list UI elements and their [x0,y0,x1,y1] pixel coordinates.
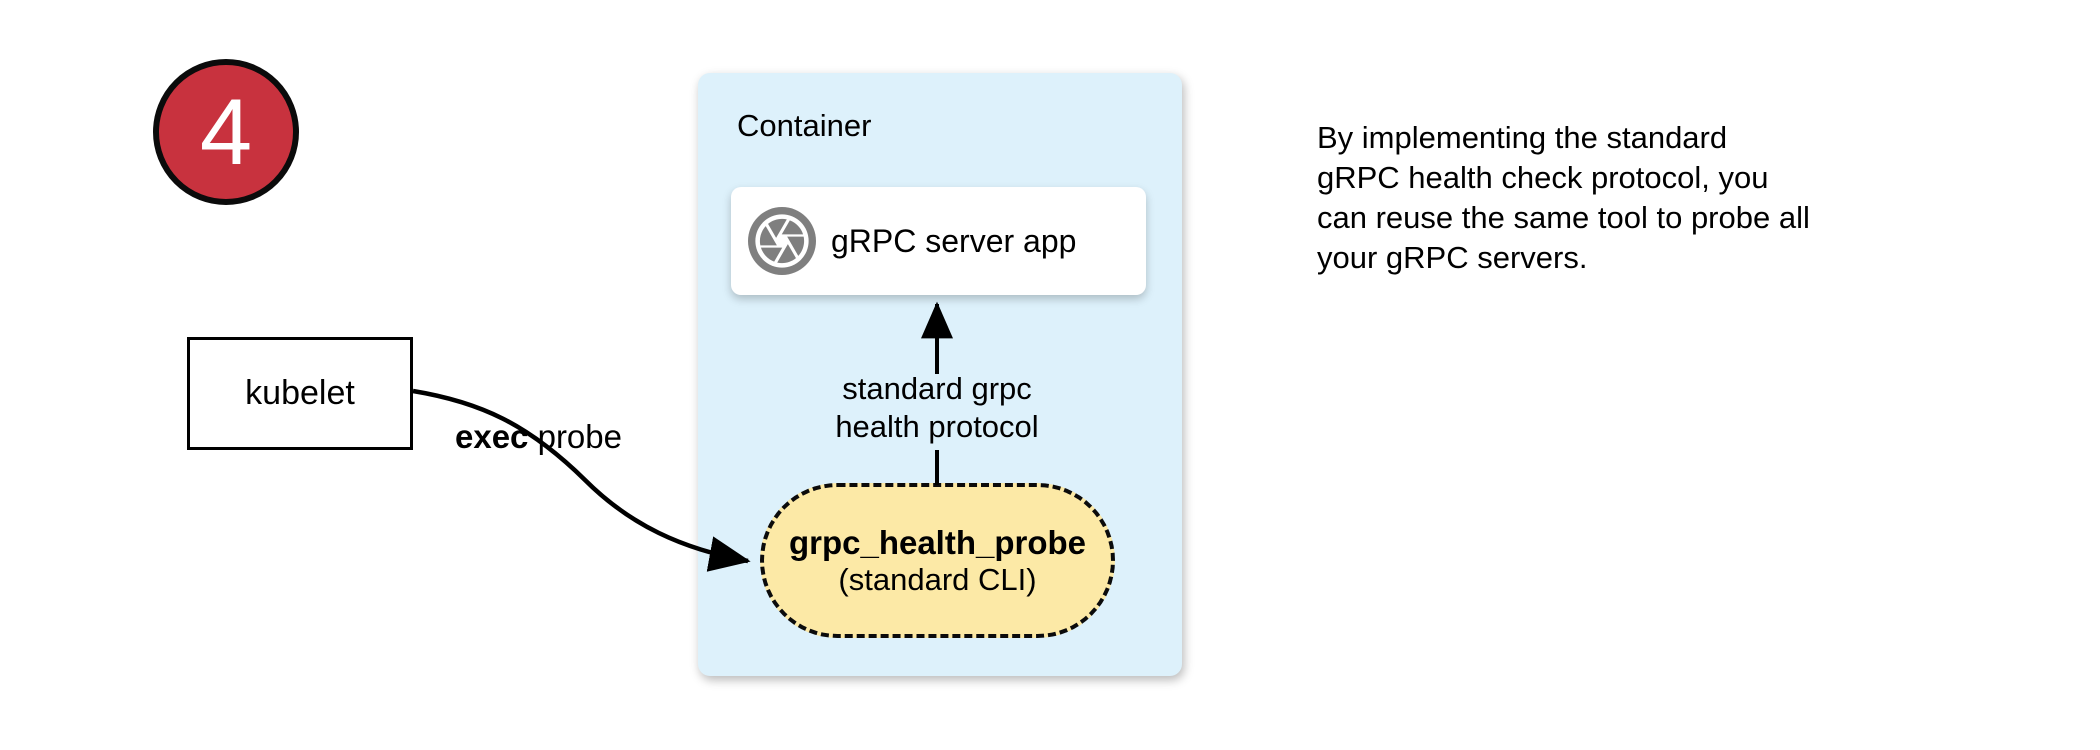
exec-probe-label-rest: probe [528,418,622,455]
health-protocol-label-line1: standard grpc [842,371,1032,406]
grpc-aperture-icon [748,207,816,275]
kubelet-label: kubelet [245,374,355,412]
grpc-health-probe-node: grpc_health_probe (standard CLI) [760,483,1115,638]
exec-probe-label-bold: exec [455,418,529,455]
exec-probe-label: exec probe [455,418,622,456]
step-number: 4 [199,79,253,184]
side-note-line: gRPC health check protocol, you [1317,160,1769,195]
grpc-server-app-label: gRPC server app [831,222,1077,259]
side-note-line: By implementing the standard [1317,120,1728,155]
side-note-line: your gRPC servers. [1317,240,1588,275]
grpc-server-app-node: gRPC server app [731,187,1146,295]
step-number-badge: 4 [153,59,299,205]
kubelet-node: kubelet [187,337,413,450]
grpc-health-probe-subtitle: (standard CLI) [838,561,1037,597]
grpc-health-probe-title: grpc_health_probe [788,523,1087,561]
side-note: By implementing the standard gRPC health… [1317,118,1810,278]
health-protocol-label-line2: health protocol [835,409,1039,444]
side-note-line: can reuse the same tool to probe all [1317,200,1810,235]
container-title: Container [737,108,872,143]
health-protocol-arrow-label: standard grpc health protocol [787,370,1087,446]
container-group: Container gRPC server app standard grpc … [698,73,1182,676]
